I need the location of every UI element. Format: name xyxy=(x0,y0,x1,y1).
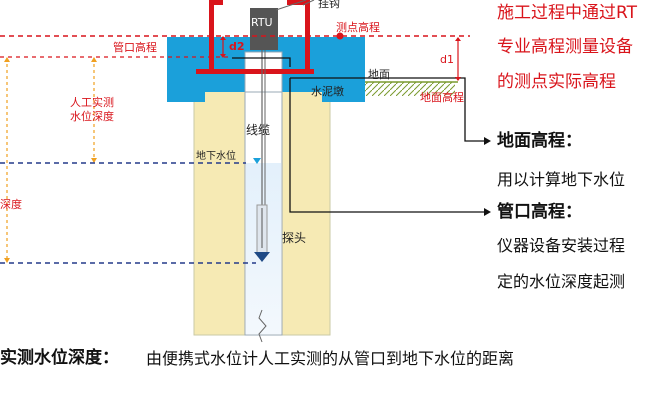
d1-label: d1 xyxy=(440,53,454,66)
footer-desc: 由便携式水位计人工实测的从管口到地下水位的距离 xyxy=(146,349,515,368)
measure-point xyxy=(336,32,344,40)
measure-point-elevation-label: 测点高程 xyxy=(336,21,380,34)
note-red-line1: 施工过程中通过RT xyxy=(497,3,637,23)
ground-label: 地面 xyxy=(368,68,390,81)
d2-label: d2 xyxy=(229,40,245,53)
note-red-line2: 专业高程测量设备 xyxy=(497,37,633,57)
manual-depth-label-line1: 人工实测 xyxy=(70,96,114,109)
red-flange xyxy=(196,69,314,74)
hook-label: 挂钩 xyxy=(318,0,340,10)
cable-label: 线缆 xyxy=(246,123,271,137)
ground-leader xyxy=(232,57,291,67)
manual-depth-label-line2: 水位深度 xyxy=(70,110,114,123)
ground-elevation-label: 地面高程 xyxy=(420,91,464,104)
pipe-elevation-desc-line1: 仪器设备安装过程 xyxy=(497,236,626,255)
pipe-elevation-desc-line2: 定的水位深度起测 xyxy=(497,272,626,291)
note-red-line3: 的测点实际高程 xyxy=(497,72,616,92)
pipe-mouth-elevation-label: 管口高程 xyxy=(113,41,157,54)
ground-elevation-title: 地面高程： xyxy=(497,131,582,151)
footer-term: 实测水位深度： xyxy=(0,348,119,368)
pipe-elevation-title: 管口高程： xyxy=(497,202,582,222)
pipe-leader xyxy=(289,78,487,213)
depth-label: 深度 xyxy=(0,198,22,211)
grass xyxy=(365,82,455,96)
probe-label: 探头 xyxy=(282,231,307,245)
ground-elevation-desc: 用以计算地下水位 xyxy=(497,170,626,189)
rtu-label: RTU xyxy=(251,16,273,29)
groundwater-level-label: 地下水位 xyxy=(196,151,236,162)
rtu-box xyxy=(250,8,278,50)
cement-pier-label: 水泥墩 xyxy=(311,85,344,98)
cement-pier-right xyxy=(282,37,365,102)
